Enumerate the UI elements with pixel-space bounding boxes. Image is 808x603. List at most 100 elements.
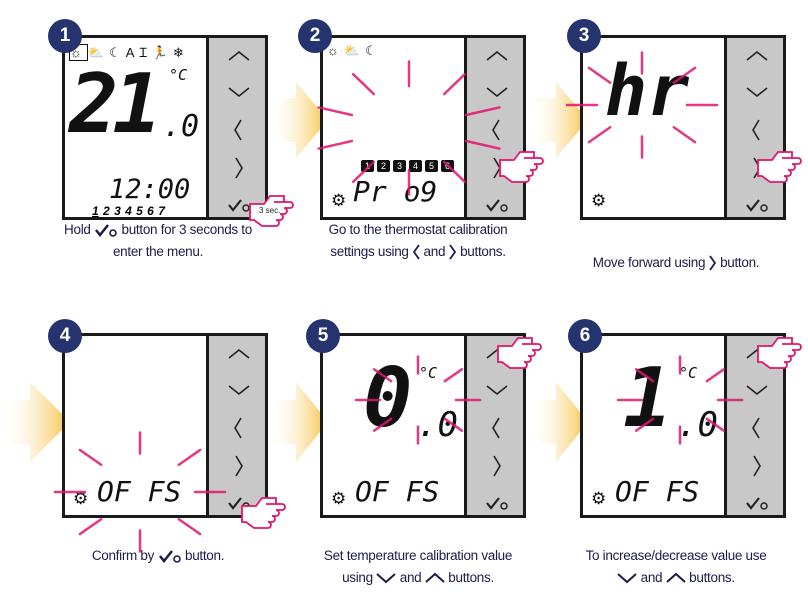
temperature-decimal: .0 [417,405,458,445]
chevron-right-button[interactable] [485,454,509,478]
chevron-up-icon [486,348,508,359]
caption-text: button for 3 seconds to [121,222,253,237]
chevron-right-icon [753,157,761,179]
cloud-sun-icon: ⛅ [343,43,366,58]
snowflake-icon: ❄ [172,45,189,60]
button-bar [464,38,523,217]
caption-text: button. [720,255,760,270]
chevron-right-button[interactable] [485,156,509,180]
chevron-right-icon [235,157,243,179]
caption-text: buttons. [448,570,494,585]
confirm-button[interactable] [485,198,509,212]
step-badge-6: 6 [568,319,602,353]
auto-icon: A [125,45,140,60]
forward-arrow-5 [268,382,328,462]
caption-1: Hold button for 3 seconds to enter the m… [28,219,288,263]
chevron-left-button[interactable] [227,416,251,440]
check-button-icon [95,224,117,238]
program-6: 6 [441,160,454,172]
thermostat-6: 1 .0 °C OF FS ⚙ [580,333,786,518]
caption-text: enter the menu. [112,244,204,259]
chevron-down-icon [376,573,396,584]
button-bar [206,38,265,217]
confirm-button[interactable] [745,496,769,510]
button-bar [464,336,523,515]
forward-arrow-6 [528,382,588,462]
chevron-down-button[interactable] [227,84,251,100]
circle-icon [760,502,768,510]
caption-5: Set temperature calibration value using … [288,545,548,589]
thermostat-3: hr ⚙ [580,35,786,220]
circle-icon [500,204,508,212]
chevron-up-button[interactable] [485,346,509,362]
chevron-up-button[interactable] [227,346,251,362]
caption-2: Go to the thermostat calibration setting… [288,219,548,263]
chevron-down-button[interactable] [745,84,769,100]
chevron-right-icon [493,157,501,179]
program-1: 1 [361,160,374,172]
step-badge-2: 2 [298,19,332,53]
caption-text: Confirm by [91,548,155,563]
confirm-button[interactable] [745,198,769,212]
caption-text: Move forward using [592,255,706,270]
chevron-right-button[interactable] [745,454,769,478]
caption-text: buttons. [689,570,735,585]
display-text: OF FS [355,475,440,508]
sun-icon: ☼ [327,43,344,58]
chevron-right-icon [235,455,243,477]
chevron-down-icon [617,573,637,584]
chevron-left-button[interactable] [227,118,251,142]
caption-text: and [399,570,422,585]
chevron-left-button[interactable] [745,118,769,142]
step-badge-5: 5 [306,319,340,353]
step-badge-4: 4 [48,319,82,353]
chevron-left-button[interactable] [745,416,769,440]
program-5: 5 [425,160,438,172]
chevron-left-icon [492,119,500,141]
circle-icon [242,502,250,510]
chevron-down-button[interactable] [745,382,769,398]
chevron-up-button[interactable] [485,48,509,64]
chevron-down-icon [746,87,768,98]
sun-icon: ☼ [69,44,88,61]
chevron-right-button[interactable] [745,156,769,180]
confirm-button[interactable] [485,496,509,510]
display-text: hr [605,50,690,132]
chevron-right-button[interactable] [227,156,251,180]
temperature-unit: °C [169,66,188,84]
forward-arrow-2 [268,82,328,158]
chevron-left-button[interactable] [485,416,509,440]
chevron-up-button[interactable] [227,48,251,64]
chevron-right-icon [753,455,761,477]
settings-gear-icon: ⚙ [73,489,89,508]
caption-text: Hold [64,222,91,237]
moon-icon: ☾ [365,43,382,58]
chevron-left-icon [234,417,242,439]
day-2: 2 [103,204,110,218]
chevron-down-button[interactable] [227,382,251,398]
running-icon: 🏃 [151,45,173,60]
chevron-right-button[interactable] [227,454,251,478]
display-text: Pr o9 [353,175,438,208]
chevron-left-icon [234,119,242,141]
button-bar [724,38,783,217]
check-icon [486,497,500,510]
temperature-decimal: .0 [163,109,200,144]
confirm-button[interactable] [227,496,251,510]
day-6: 6 [147,204,154,218]
confirm-button[interactable] [227,198,251,212]
flash-ray [177,517,202,536]
caption-text: Go to the thermostat calibration [328,222,508,237]
chevron-down-icon [228,87,250,98]
step-badge-3: 3 [567,19,601,53]
caption-4: Confirm by button. [28,545,288,567]
chevron-right-icon [708,255,716,271]
chevron-up-button[interactable] [745,346,769,362]
chevron-down-button[interactable] [485,382,509,398]
chevron-down-button[interactable] [485,84,509,100]
program-3: 3 [393,160,406,172]
chevron-up-button[interactable] [745,48,769,64]
chevron-left-button[interactable] [485,118,509,142]
chevron-up-icon [228,348,250,359]
chevron-up-icon [425,573,445,584]
